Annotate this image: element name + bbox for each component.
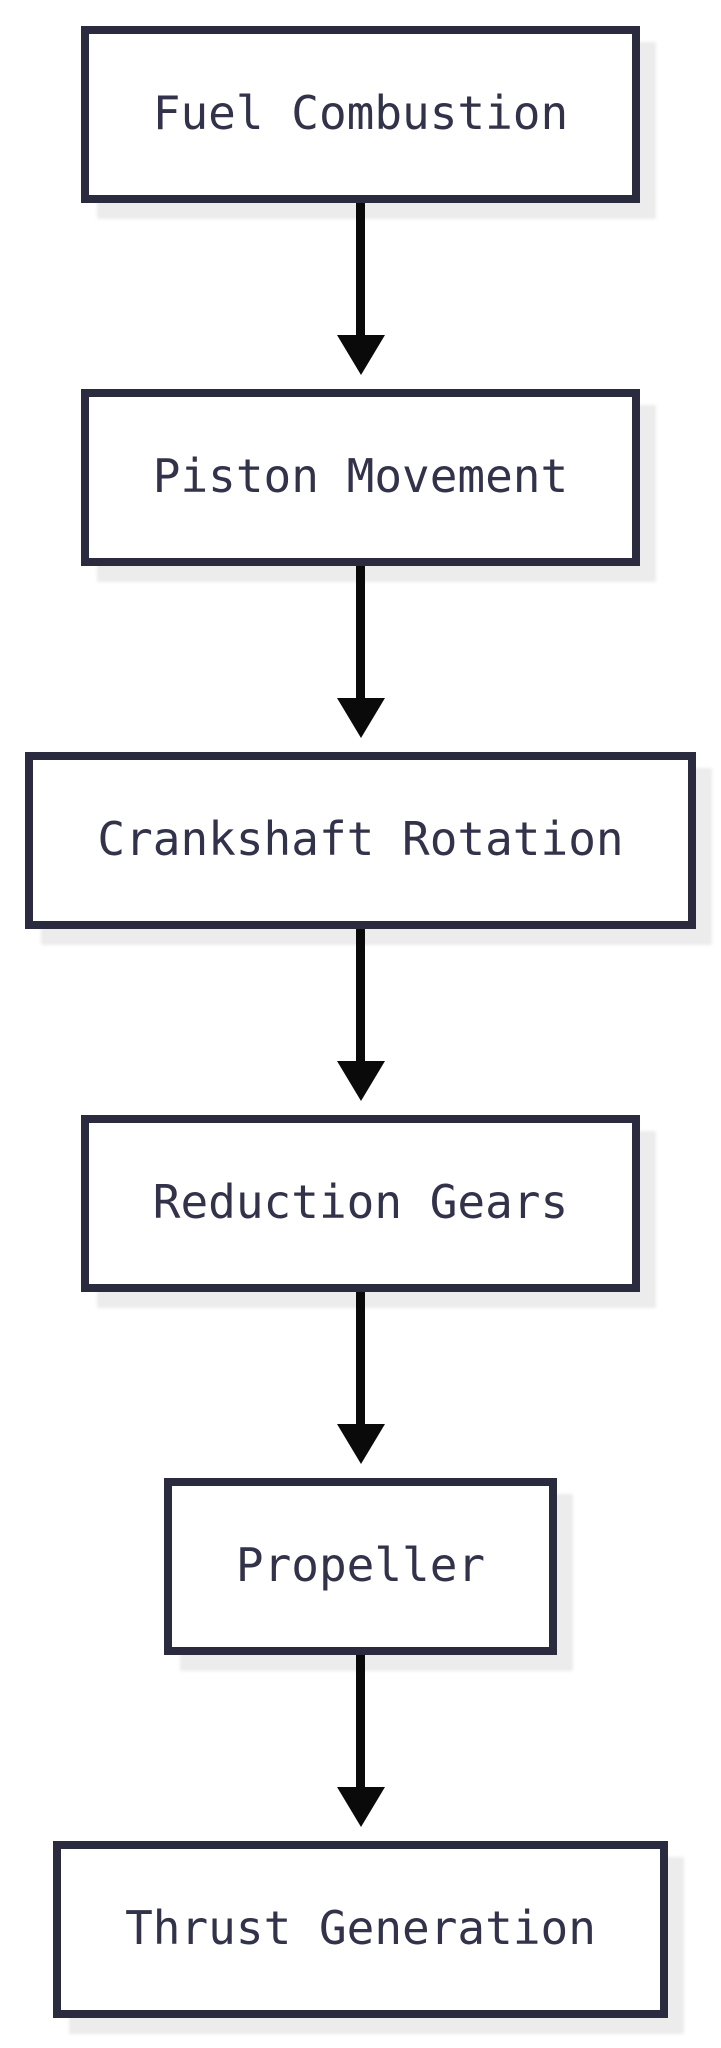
- arrow-shaft: [356, 1655, 365, 1787]
- flow-node-label: Piston Movement: [152, 448, 569, 503]
- flow-node-thrust-generation: Thrust Generation: [53, 1841, 668, 2018]
- arrow-shaft: [356, 1292, 365, 1424]
- flow-node-reduction-gears: Reduction Gears: [80, 1115, 641, 1292]
- arrow-shaft: [356, 203, 365, 335]
- flow-arrow-4: [336, 1655, 385, 1841]
- arrow-head-down-icon: [336, 1424, 385, 1464]
- flow-node-crankshaft-rotation: Crankshaft Rotation: [25, 752, 696, 929]
- arrow-shaft: [356, 929, 365, 1061]
- flow-node-label: Thrust Generation: [125, 1900, 596, 1955]
- arrow-head-down-icon: [336, 698, 385, 738]
- flow-node-label: Fuel Combustion: [152, 85, 569, 140]
- flow-node-label: Propeller: [235, 1537, 486, 1592]
- arrow-head-down-icon: [336, 1787, 385, 1827]
- flow-node-label: Reduction Gears: [152, 1174, 569, 1229]
- arrow-shaft: [356, 566, 365, 698]
- flow-node-fuel-combustion: Fuel Combustion: [80, 26, 641, 203]
- flow-arrow-0: [336, 203, 385, 389]
- flow-node-piston-movement: Piston Movement: [80, 389, 641, 566]
- flow-node-label: Crankshaft Rotation: [97, 811, 624, 866]
- flow-arrow-3: [336, 1292, 385, 1478]
- flow-arrow-2: [336, 929, 385, 1115]
- flow-arrow-1: [336, 566, 385, 752]
- arrow-head-down-icon: [336, 335, 385, 375]
- arrow-head-down-icon: [336, 1061, 385, 1101]
- flow-node-propeller: Propeller: [163, 1478, 558, 1655]
